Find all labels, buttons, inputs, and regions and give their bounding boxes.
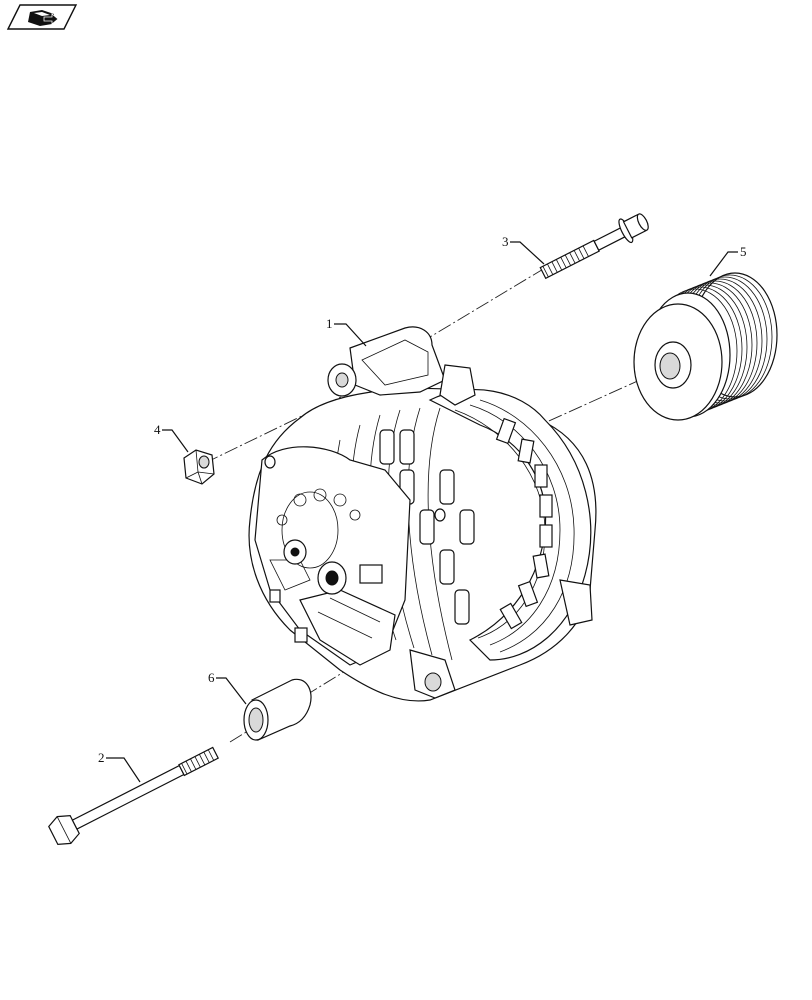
part-6-bushing[interactable] — [243, 678, 312, 741]
callout-5[interactable]: 5 — [740, 244, 747, 259]
leader-lines — [106, 241, 738, 783]
callout-1[interactable]: 1 — [326, 316, 333, 331]
part-1-alternator[interactable] — [248, 326, 597, 702]
part-4-hex-nut[interactable] — [183, 449, 215, 485]
book-arrow-icon[interactable] — [6, 3, 78, 31]
callout-6[interactable]: 6 — [208, 670, 215, 685]
book-icon — [28, 10, 59, 26]
callout-2[interactable]: 2 — [98, 750, 105, 765]
callout-3[interactable]: 3 — [502, 234, 509, 249]
callout-labels: 1 2 3 4 5 6 — [98, 234, 747, 765]
callout-4[interactable]: 4 — [154, 422, 161, 437]
part-5-pulley[interactable] — [633, 272, 778, 421]
part-2-hex-bolt[interactable] — [46, 739, 222, 848]
part-3-flange-bolt[interactable] — [537, 209, 652, 285]
